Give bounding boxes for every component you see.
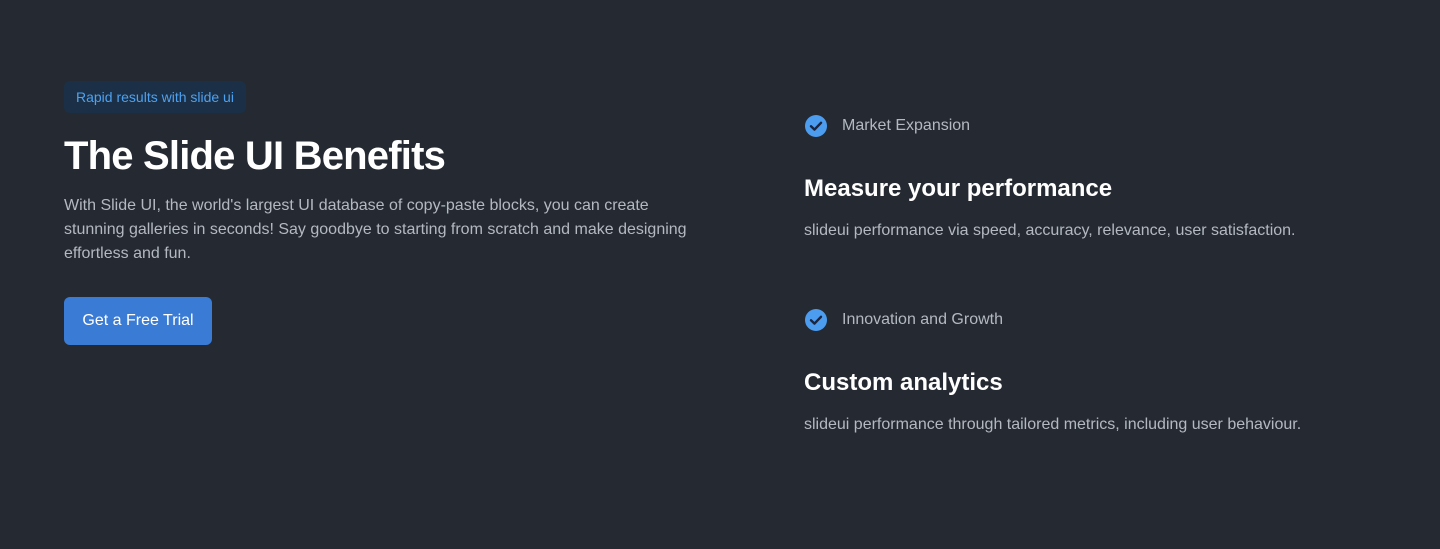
feature-item-market-expansion: Market Expansion Measure your performanc… [804,114,1384,243]
feature-tag: Innovation and Growth [842,311,1003,328]
hero-description: With Slide UI, the world's largest UI da… [64,197,687,262]
hero-title: The Slide UI Benefits [64,134,446,178]
feature-title: Custom analytics [804,369,1003,396]
feature-tag: Market Expansion [842,117,971,134]
feature-tag-row: Innovation and Growth [804,308,1384,332]
free-trial-button[interactable]: Get a Free Trial [64,297,212,345]
feature-description: slideui performance through tailored met… [804,415,1302,433]
check-circle-icon [804,308,828,332]
feature-tag-row: Market Expansion [804,114,1384,138]
feature-title: Measure your performance [804,175,1113,202]
feature-item-innovation-growth: Innovation and Growth Custom analytics s… [804,308,1384,437]
feature-description: slideui performance via speed, accuracy,… [804,221,1296,239]
hero-badge: Rapid results with slide ui [64,81,246,113]
check-circle-icon [804,114,828,138]
hero-block: Rapid results with slide ui The Slide UI… [64,81,724,266]
